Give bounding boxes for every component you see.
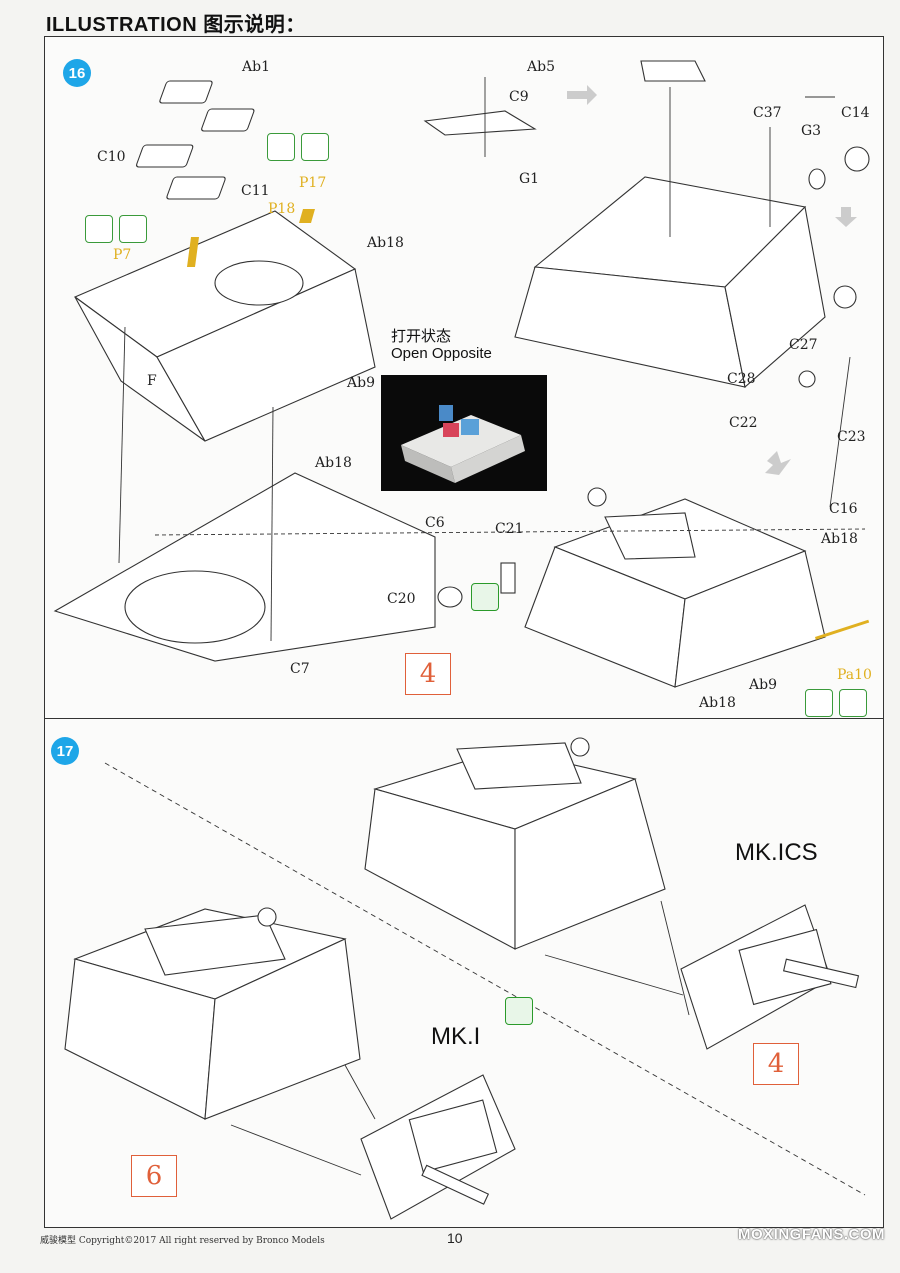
- watermark: MOXINGFANS.COM: [738, 1226, 886, 1243]
- part-label: C28: [727, 371, 756, 387]
- searchlight-lower: [587, 487, 607, 507]
- page-header: ILLUSTRATION 图示说明：: [46, 14, 306, 36]
- cupola-upper: [456, 742, 582, 790]
- movable-icon: [471, 583, 499, 611]
- glue-down-icon: [805, 689, 833, 717]
- part-label: Ab18: [367, 235, 404, 251]
- part-label: Ab18: [821, 531, 858, 547]
- ref-box: 4: [405, 653, 451, 695]
- leader-line: [118, 326, 126, 564]
- photo-caption-en: Open Opposite: [391, 345, 492, 362]
- cement-icon: [119, 215, 147, 243]
- turret-front-right: [514, 266, 746, 388]
- part-label: G1: [519, 171, 540, 187]
- step-17-drawing: [64, 737, 866, 1220]
- gun-barrel-i: [421, 1164, 490, 1205]
- etch-pa10: [815, 619, 870, 640]
- leader-line: [660, 900, 690, 1016]
- part-label: Ab1: [242, 59, 270, 75]
- cupola-lower: [144, 914, 286, 976]
- part-label: C14: [841, 105, 870, 121]
- part-label: C11: [241, 183, 270, 199]
- searchlight-side: [833, 285, 857, 309]
- part-label: Ab18: [699, 695, 736, 711]
- part-label: Ab5: [527, 59, 555, 75]
- part-label: P7: [113, 247, 132, 263]
- searchlight-upper: [570, 737, 590, 757]
- step-17-panel: 17 MK.ICS MK.I 4 6: [44, 718, 884, 1228]
- footer-copyright: 威骏模型 Copyright©2017 All right reserved b…: [40, 1236, 325, 1246]
- step-number-badge: 17: [51, 737, 79, 765]
- open-state-photo: [381, 375, 547, 491]
- part-label: C7: [290, 661, 310, 677]
- gray-arrows: [567, 85, 857, 475]
- step-number-badge: 16: [63, 59, 91, 87]
- ref-box: 4: [753, 1043, 799, 1085]
- leader-line: [829, 356, 851, 508]
- etch-p7: [187, 237, 199, 267]
- leader-line: [344, 1064, 376, 1120]
- part-label: F: [147, 373, 157, 389]
- part-label: P17: [299, 175, 327, 191]
- part-label: C6: [425, 515, 445, 531]
- hatch-frame: [135, 144, 194, 168]
- part-label: Ab18: [315, 455, 352, 471]
- photo-caption-cn: 打开状态: [391, 328, 452, 345]
- floor-ring: [124, 570, 266, 644]
- cupola-top: [640, 60, 706, 82]
- part-label: C21: [495, 521, 524, 537]
- turret-side-lower: [674, 550, 826, 688]
- part-label: C22: [729, 415, 758, 431]
- mount-c28: [798, 370, 816, 388]
- leader-line: [270, 406, 274, 642]
- part-label: C27: [789, 337, 818, 353]
- leader-line: [230, 1124, 362, 1176]
- part-label: C16: [829, 501, 858, 517]
- cement-icon: [301, 133, 329, 161]
- glue-down-icon: [267, 133, 295, 161]
- part-label: C37: [753, 105, 782, 121]
- hatch-part: [201, 108, 255, 132]
- turret-side-upper: [514, 778, 666, 950]
- ref-box: 6: [131, 1155, 177, 1197]
- searchlight-c14: [844, 146, 870, 172]
- turret-side-lower: [204, 938, 361, 1120]
- etch-p17: [299, 209, 315, 223]
- cement-icon: [839, 689, 867, 717]
- hatch-part: [159, 80, 213, 104]
- leader-line: [544, 954, 684, 996]
- variant-label-ics: MK.ICS: [735, 839, 818, 866]
- gun-barrel-ics: [782, 958, 860, 989]
- step-16-panel: 16 Ab1 C10 C11 P17 P18 P7 Ab18 Ab9 Ab18 …: [44, 36, 884, 720]
- part-label: C20: [387, 591, 416, 607]
- glue-down-icon: [85, 215, 113, 243]
- leader-line: [154, 528, 866, 536]
- part-label: Ab9: [347, 375, 375, 391]
- page-number: 10: [447, 1230, 463, 1246]
- photo-render: [401, 405, 525, 483]
- part-label: Ab9: [749, 677, 777, 693]
- part-c21: [500, 562, 516, 594]
- gun-breech-i: [408, 1099, 498, 1173]
- part-label: Pa10: [837, 667, 872, 683]
- variant-label-i: MK.I: [431, 1023, 481, 1050]
- center-line: [104, 762, 866, 1196]
- cupola-plate: [423, 110, 537, 136]
- cupola-lower: [604, 512, 696, 560]
- turret-side-right: [724, 205, 826, 389]
- part-label: P18: [268, 201, 296, 217]
- searchlight-lower: [257, 907, 277, 927]
- movable-icon: [505, 997, 533, 1025]
- step-16-drawing: [53, 60, 870, 688]
- hatch-frame: [166, 176, 226, 200]
- part-label: G3: [801, 123, 822, 139]
- part-label: C23: [837, 429, 866, 445]
- turret-ring: [214, 260, 304, 306]
- part-label: C9: [509, 89, 529, 105]
- part-label: C10: [97, 149, 126, 165]
- part-c20: [437, 586, 463, 608]
- lens-g3: [808, 168, 826, 190]
